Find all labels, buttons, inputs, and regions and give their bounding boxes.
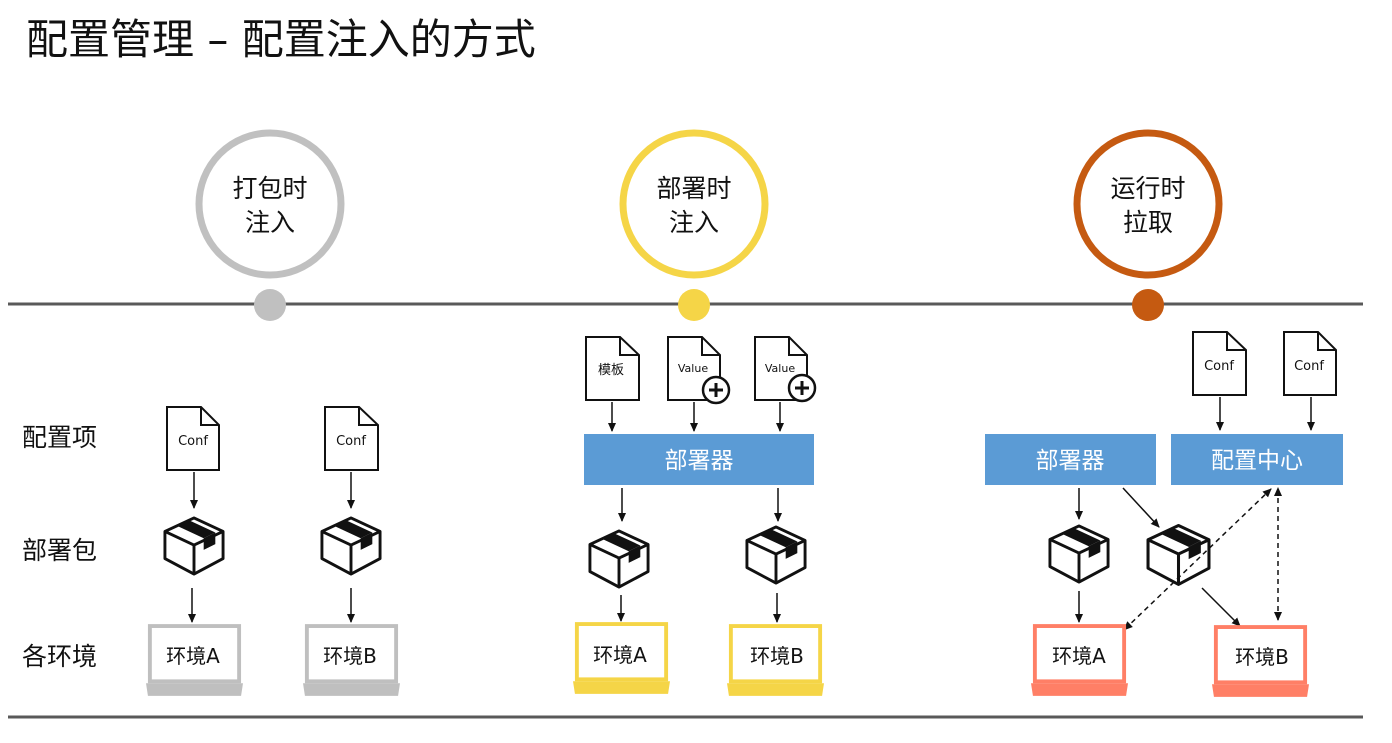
value-file-label: Value <box>765 362 795 375</box>
package-icon <box>588 529 650 589</box>
stage-label-deployment-1: 部署时 <box>656 174 731 203</box>
row-label-environments: 各环境 <box>22 642 98 671</box>
value-file-label: Value <box>678 362 708 375</box>
stage-label-runtime-2: 拉取 <box>1123 208 1173 237</box>
conf-file-icon <box>1283 331 1337 396</box>
env-a-label: 环境A <box>166 644 220 668</box>
package-icon <box>1048 524 1110 584</box>
row-label-config-item: 配置项 <box>22 423 98 452</box>
dashed-arrow <box>1123 488 1272 631</box>
stage-label-deployment-2: 注入 <box>669 208 719 237</box>
env-a-label: 环境A <box>1052 644 1106 668</box>
timeline-dot-packaging <box>254 289 286 321</box>
stage-circle-deployment <box>619 129 769 279</box>
conf-file-label: Conf <box>1294 359 1324 374</box>
template-file-icon <box>585 336 640 401</box>
arrow <box>1122 487 1160 528</box>
conf-file-icon <box>166 406 220 471</box>
row-label-deploy-package: 部署包 <box>22 536 98 565</box>
timeline-dot-deployment <box>678 289 710 321</box>
env-b-label: 环境B <box>323 644 377 668</box>
config-center-box <box>1171 434 1343 485</box>
deployer-box <box>584 434 814 485</box>
conf-file-icon <box>1192 331 1247 396</box>
plus-icon <box>701 375 731 405</box>
deployer-label: 部署器 <box>665 448 734 474</box>
env-b-label: 环境B <box>750 644 804 668</box>
env-b-label: 环境B <box>1235 645 1289 669</box>
config-center-label: 配置中心 <box>1211 448 1303 474</box>
conf-file-label: Conf <box>336 434 366 449</box>
page-title: 配置管理 – 配置注入的方式 <box>26 15 536 64</box>
timeline-dot-runtime <box>1132 289 1164 321</box>
deployer-box <box>985 434 1156 485</box>
stage-label-packaging-1: 打包时 <box>232 174 307 203</box>
deployer-label: 部署器 <box>1036 448 1105 474</box>
arrow <box>1201 587 1241 627</box>
conf-file-label: Conf <box>1204 359 1234 374</box>
package-icon <box>745 525 807 585</box>
package-icon <box>1146 523 1211 587</box>
stage-label-runtime-1: 运行时 <box>1110 174 1185 203</box>
conf-file-label: Conf <box>178 434 208 449</box>
conf-file-icon <box>324 406 379 471</box>
stage-circle-runtime <box>1073 129 1223 279</box>
env-a-label: 环境A <box>593 643 647 667</box>
package-icon <box>320 516 382 576</box>
template-file-label: 模板 <box>598 363 624 378</box>
package-icon <box>163 516 225 576</box>
stage-circle-packaging <box>195 129 345 279</box>
stage-label-packaging-2: 注入 <box>245 208 295 237</box>
plus-icon <box>787 373 817 403</box>
